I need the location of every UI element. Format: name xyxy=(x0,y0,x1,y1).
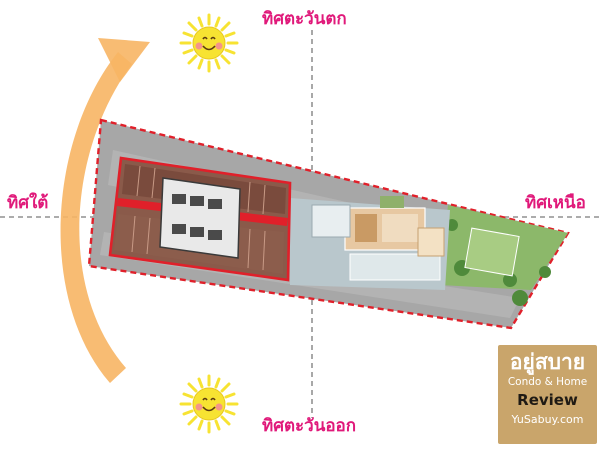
east-direction-label: ทิศตะวันออก xyxy=(262,416,357,436)
tower-core-details xyxy=(172,194,222,240)
garden-rooftop xyxy=(380,196,404,208)
amenity-room xyxy=(382,214,418,242)
logo-tagline: Condo & Home xyxy=(507,376,588,388)
tower-core xyxy=(159,177,241,259)
logo-review: Review xyxy=(517,391,578,409)
west-direction-label: ทิศตะวันตก xyxy=(262,9,347,29)
logo-thai-name: อยู่สบาย xyxy=(509,350,586,374)
sun-path-arrow xyxy=(60,52,132,383)
south-direction-label: ทิศใต้ xyxy=(7,193,49,213)
service-block xyxy=(311,204,351,238)
sun-top-icon xyxy=(179,13,239,73)
garden-trees xyxy=(446,219,551,306)
sun-path-arrowhead xyxy=(98,38,150,82)
lobby-block xyxy=(417,227,445,257)
logo-site: YuSabuy.com xyxy=(511,413,584,426)
amenity-room xyxy=(355,214,377,242)
lawn-panel xyxy=(464,227,520,277)
tower-unit-dividers xyxy=(131,165,266,271)
pool-deck xyxy=(349,253,441,281)
yusabuy-logo: อยู่สบาย Condo & Home Review YuSabuy.com xyxy=(498,345,597,444)
sun-bottom-icon xyxy=(179,374,239,434)
north-direction-label: ทิศเหนือ xyxy=(525,193,586,213)
